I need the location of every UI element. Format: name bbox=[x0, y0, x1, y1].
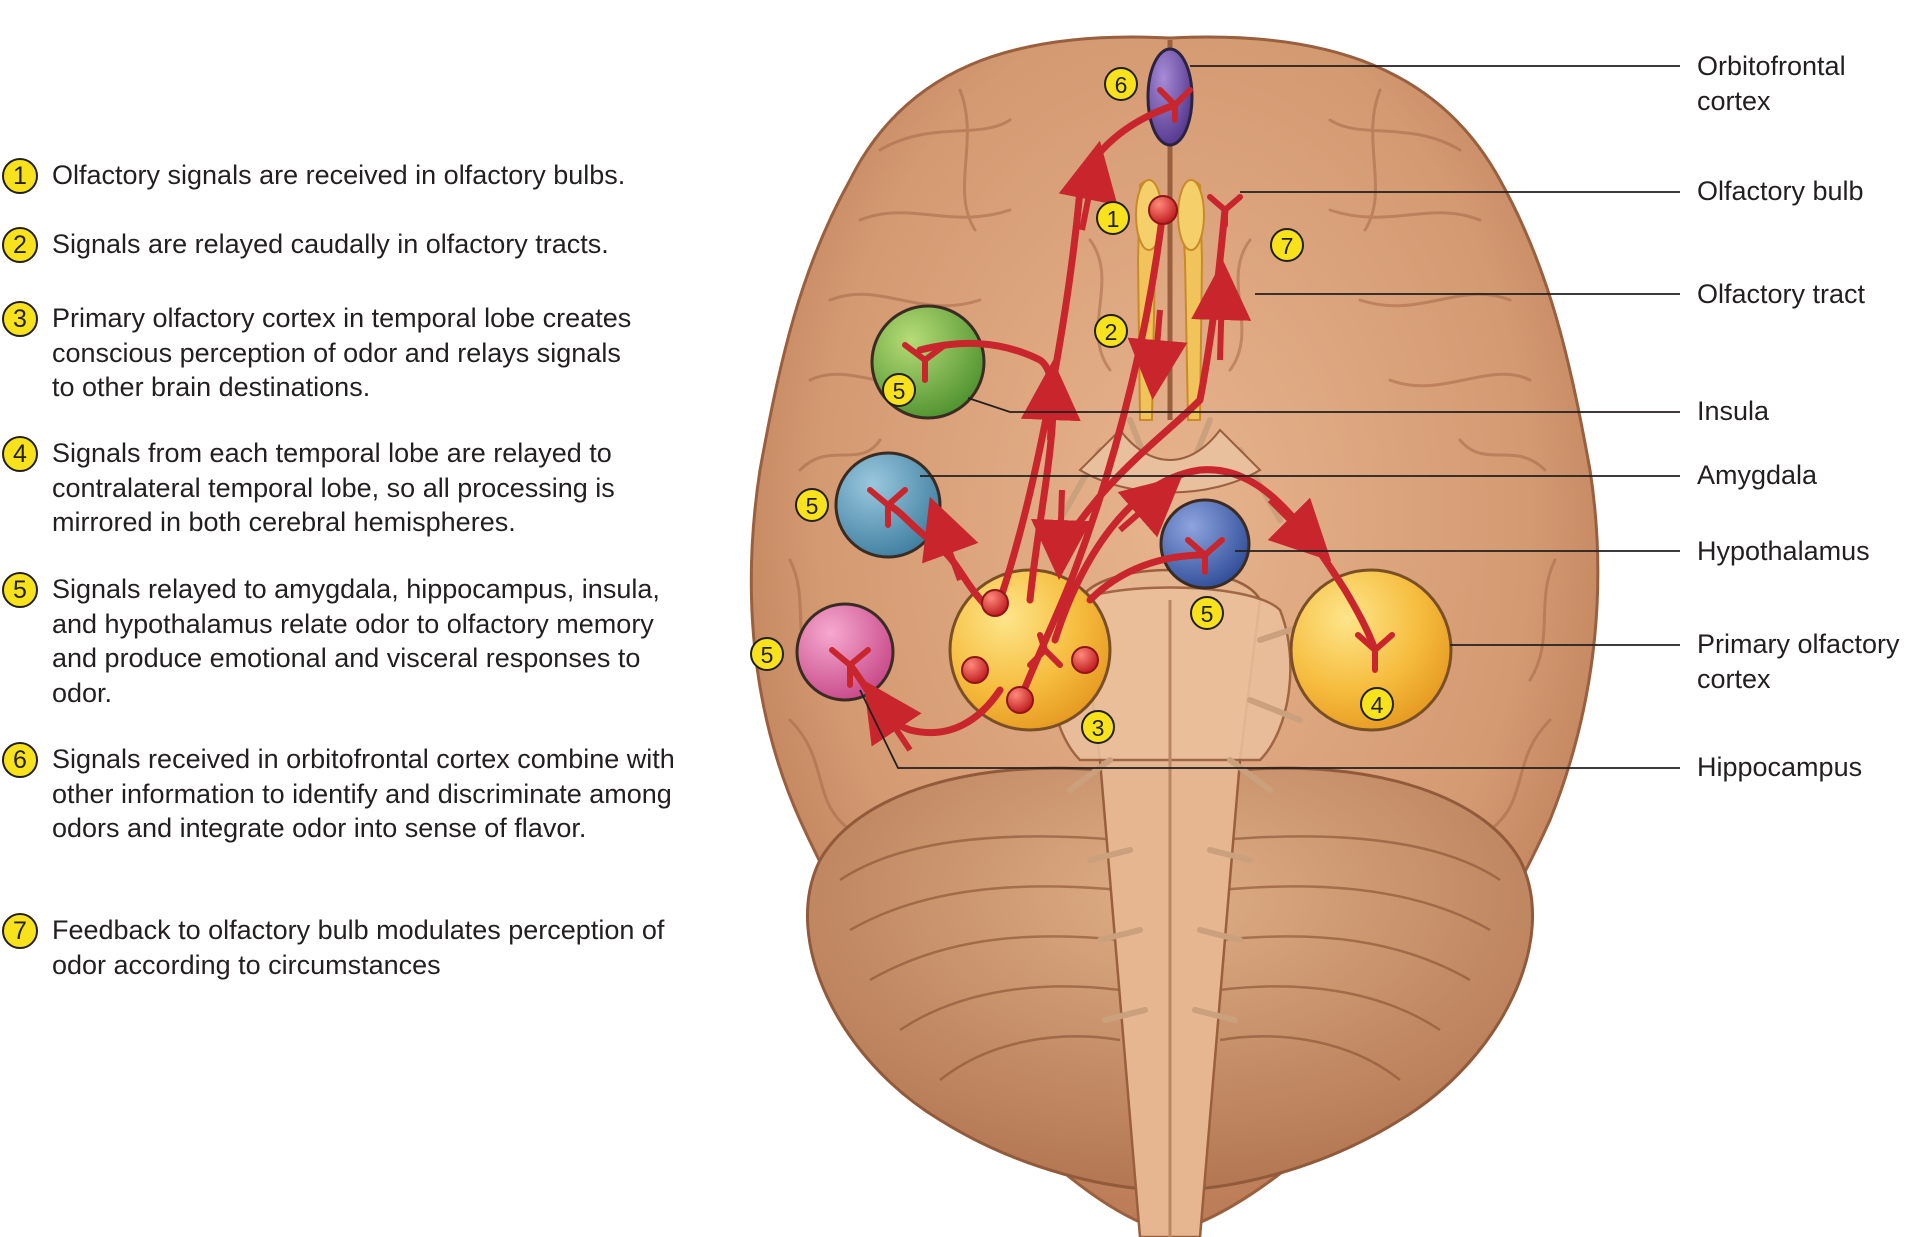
label-olfactory-bulb: Olfactory bulb bbox=[1697, 176, 1864, 206]
svg-text:1: 1 bbox=[1107, 206, 1120, 232]
step-number-badge: 6 bbox=[2, 742, 38, 778]
diagram-number-badges: 6 1 7 2 5 5 5 bbox=[750, 67, 1394, 744]
step-number-badge: 3 bbox=[2, 301, 38, 337]
svg-text:5: 5 bbox=[761, 642, 774, 668]
diagram-badge: 5 bbox=[795, 488, 829, 522]
leader-lines bbox=[859, 65, 1680, 769]
step-text: Signals are relayed caudally in olfactor… bbox=[52, 229, 609, 259]
svg-text:3: 3 bbox=[1092, 715, 1105, 741]
step-text: Olfactory signals are received in olfact… bbox=[52, 160, 626, 190]
diagram-badge: 6 bbox=[1104, 67, 1138, 101]
svg-text:5: 5 bbox=[806, 493, 819, 519]
step-number-badge: 7 bbox=[2, 913, 38, 949]
step-number-badge: 2 bbox=[2, 227, 38, 263]
step-text: Signals relayed to amygdala, hippocampus… bbox=[52, 574, 660, 708]
label-hippocampus: Hippocampus bbox=[1697, 752, 1863, 782]
svg-text:7: 7 bbox=[1281, 233, 1294, 259]
cerebellum-folia bbox=[839, 835, 1501, 1081]
svg-text:2: 2 bbox=[1105, 319, 1118, 345]
step-text: Primary olfactory cortex in temporal lob… bbox=[52, 303, 632, 402]
label-orbitofrontal-cortex: Orbitofrontal cortex bbox=[1697, 51, 1846, 116]
label-primary-olfactory-cortex: Primary olfactory cortex bbox=[1697, 629, 1900, 694]
diagram-badge: 5 bbox=[750, 637, 784, 671]
svg-text:5: 5 bbox=[893, 378, 906, 404]
gyri-pattern bbox=[788, 88, 1557, 832]
svg-text:6: 6 bbox=[1115, 72, 1128, 98]
label-olfactory-tract: Olfactory tract bbox=[1697, 279, 1866, 309]
direction-arrows bbox=[863, 140, 1332, 752]
diagram-badge: 5 bbox=[1190, 596, 1224, 630]
step-number-badge: 5 bbox=[2, 572, 38, 608]
diagram-badge: 3 bbox=[1081, 710, 1115, 744]
step-text: Signals received in orbitofrontal cortex… bbox=[52, 744, 675, 843]
y-terminals bbox=[829, 87, 1395, 688]
label-insula: Insula bbox=[1697, 396, 1770, 426]
label-hypothalamus: Hypothalamus bbox=[1697, 536, 1870, 566]
hypothalamus-circle bbox=[1159, 498, 1251, 590]
diagram-badge: 4 bbox=[1360, 687, 1394, 721]
svg-text:4: 4 bbox=[1371, 692, 1384, 718]
signal-nodes bbox=[961, 195, 1178, 714]
hippocampus-circle bbox=[795, 602, 895, 702]
step-text: Signals from each temporal lobe are rela… bbox=[52, 438, 615, 537]
step-number-badge: 4 bbox=[2, 436, 38, 472]
svg-text:5: 5 bbox=[1201, 601, 1214, 627]
diagram-badge: 7 bbox=[1270, 228, 1304, 262]
diagram-badge: 5 bbox=[882, 373, 916, 407]
diagram-badge: 2 bbox=[1094, 314, 1128, 348]
diagram-badge: 1 bbox=[1096, 201, 1130, 235]
step-text: Feedback to olfactory bulb modulates per… bbox=[52, 915, 665, 980]
step-number-badge: 1 bbox=[2, 158, 38, 194]
label-amygdala: Amygdala bbox=[1697, 460, 1818, 490]
